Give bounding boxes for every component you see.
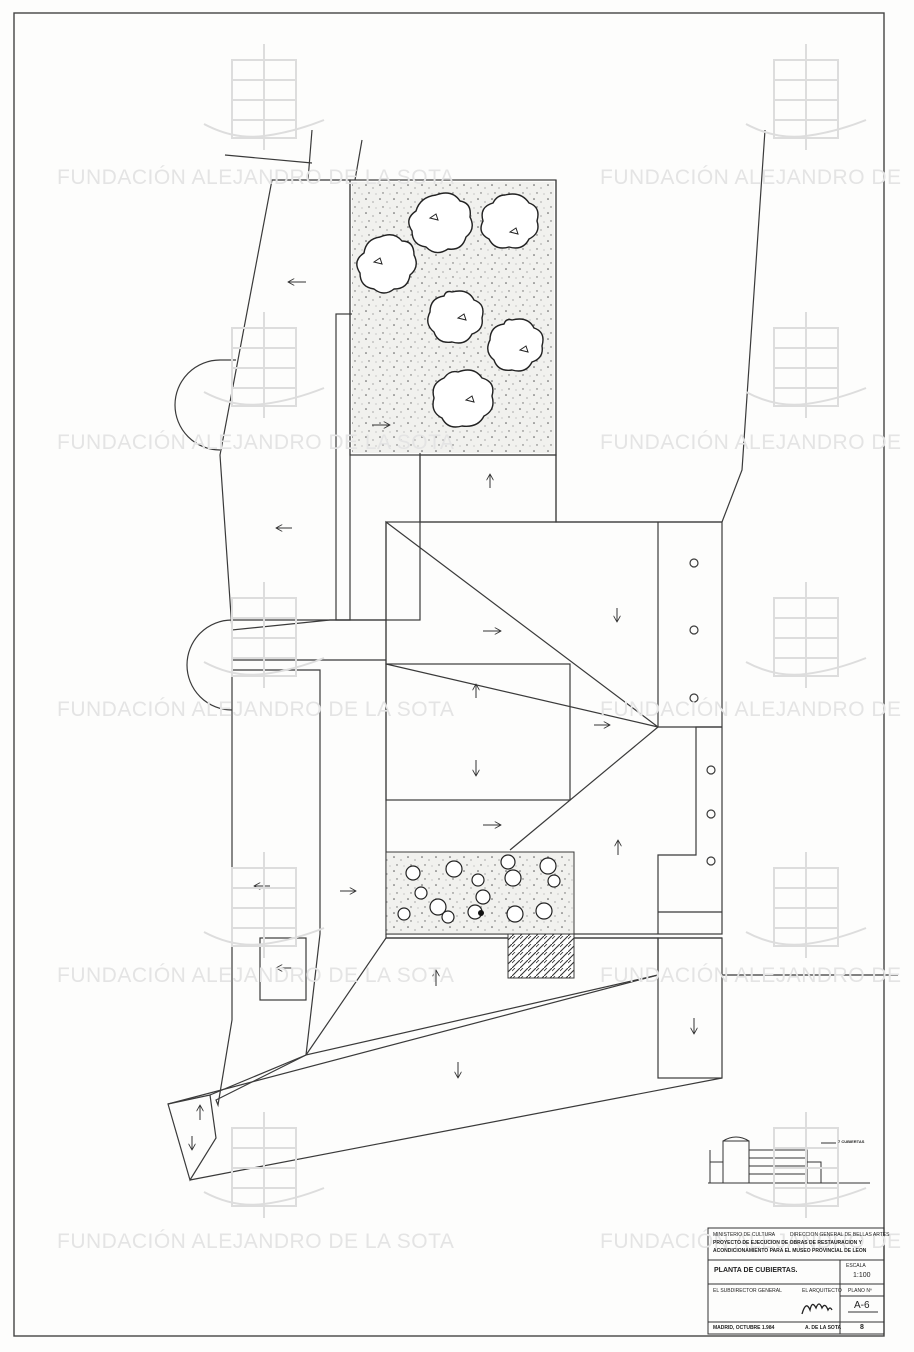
foundation-logo-icon xyxy=(203,581,325,689)
roof-vent xyxy=(689,558,699,568)
sheet-border xyxy=(13,12,885,1337)
scale-label: ESCALA xyxy=(846,1263,866,1269)
foundation-logo-icon xyxy=(203,851,325,959)
ministry-label: MINISTERIO DE CULTURA xyxy=(713,1232,776,1238)
project-title-line-1: PROYECTO DE EJECUCION DE OBRAS DE RESTAU… xyxy=(713,1240,862,1246)
roof-vent xyxy=(706,809,716,819)
tree-icon xyxy=(506,905,524,923)
dark-shrub xyxy=(478,910,484,916)
tree-icon xyxy=(405,865,421,881)
watermark-text: FUNDACIÓN ALEJANDRO DE xyxy=(600,166,902,189)
south-eave xyxy=(385,934,722,939)
small-roof-stub xyxy=(259,937,307,1001)
foundation-logo-icon xyxy=(745,43,867,151)
hip-ridge xyxy=(509,726,659,851)
hip-roof-north xyxy=(385,520,659,728)
patio-shrubs xyxy=(397,854,561,924)
elevation-key-label: 7 CUBIERTAS xyxy=(838,1139,865,1144)
semicircle-bay-lower xyxy=(186,619,233,711)
boundary-line xyxy=(224,154,313,164)
tree-icon xyxy=(414,886,428,900)
foundation-logo-icon xyxy=(745,581,867,689)
southeast-roof xyxy=(657,937,723,1079)
foundation-logo-icon xyxy=(203,44,325,150)
plan-label: PLANO Nº xyxy=(848,1288,872,1294)
foundation-logo-icon xyxy=(745,311,867,419)
tree-icon xyxy=(471,873,485,887)
signature-icon xyxy=(801,1303,833,1315)
watermark-text: FUNDACIÓN ALEJANDRO DE LA SOTA xyxy=(57,166,455,189)
roof-vent xyxy=(689,693,699,703)
inner-roof-panel xyxy=(385,663,571,801)
project-title-line-2: ACONDICIONAMIENTO PARA EL MUSEO PROVINCI… xyxy=(713,1248,867,1254)
sheet-number: 8 xyxy=(860,1324,864,1331)
watermark-text: FUNDACIÓN ALEJANDRO DE LA SOTA xyxy=(57,964,455,987)
foundation-logo-icon xyxy=(745,851,867,959)
roof-vent xyxy=(706,856,716,866)
roof-vent xyxy=(706,765,716,775)
title-block-frame xyxy=(707,1227,885,1335)
watermark-text: FUNDACIÓN ALEJANDRO DE LA SOTA xyxy=(57,431,455,454)
tree-icon xyxy=(539,857,557,875)
tree-icon xyxy=(445,860,463,878)
roof-vent xyxy=(689,625,699,635)
tree-icon xyxy=(408,192,473,254)
slope-arrows xyxy=(192,282,694,1150)
drawing-title: PLANTA DE CUBIERTAS. xyxy=(714,1267,798,1274)
tree-icon xyxy=(397,907,411,921)
tree-icon xyxy=(504,869,522,887)
south-slope xyxy=(167,974,659,1105)
hatched-planter xyxy=(507,933,575,979)
tree-icon xyxy=(427,290,484,344)
southwest-tip xyxy=(167,1094,217,1182)
plan-value: A-6 xyxy=(854,1300,870,1311)
tree-icon xyxy=(500,854,516,870)
tree-icon xyxy=(432,369,494,428)
tree-icon xyxy=(480,193,539,249)
tree-icon xyxy=(535,902,553,920)
subdirector-label: EL SUBDIRECTOR GENERAL xyxy=(713,1288,782,1294)
watermark-text: FUNDACIÓN ALEJANDRO DE LA SOTA xyxy=(57,698,455,721)
tree-icon xyxy=(487,318,544,372)
scale-value: 1:100 xyxy=(853,1272,871,1279)
watermark-text: FUNDACIÓN ALEJANDRO DE xyxy=(600,698,902,721)
tree-inner-marks xyxy=(372,213,529,403)
foundation-logo-icon xyxy=(203,1111,325,1219)
date-label: MADRID, OCTUBRE 1.984 xyxy=(713,1325,775,1331)
architect-name: A. DE LA SOTA xyxy=(805,1325,842,1331)
foundation-logo-icon xyxy=(203,311,325,419)
garden-trees xyxy=(356,192,544,428)
tree-icon xyxy=(547,874,561,888)
tree-icon xyxy=(441,910,455,924)
boundary-line xyxy=(354,139,363,181)
boundary-line xyxy=(307,129,313,181)
south-boundary xyxy=(189,1077,723,1181)
tree-icon xyxy=(429,898,447,916)
architect-label: EL ARQUITECTO xyxy=(802,1288,842,1294)
watermark-text: FUNDACIÓN ALEJANDRO DE LA SOTA xyxy=(57,1230,455,1253)
southwest-tip xyxy=(209,1054,307,1096)
semicircle-bay-upper xyxy=(174,359,221,451)
directorate-label: DIRECCION GENERAL DE BELLAS ARTES xyxy=(790,1232,890,1238)
lower-west-wing xyxy=(215,669,321,1108)
tree-icon xyxy=(475,889,491,905)
watermark-text: FUNDACIÓN ALEJANDRO DE xyxy=(600,964,902,987)
watermark-text: FUNDACIÓN ALEJANDRO DE xyxy=(600,431,902,454)
tree-icon xyxy=(356,234,417,294)
foundation-logo-icon xyxy=(745,1111,867,1219)
east-step xyxy=(657,726,722,934)
watermark-text: FUNDACIÓN ALEJANDRO DE xyxy=(600,1230,902,1253)
